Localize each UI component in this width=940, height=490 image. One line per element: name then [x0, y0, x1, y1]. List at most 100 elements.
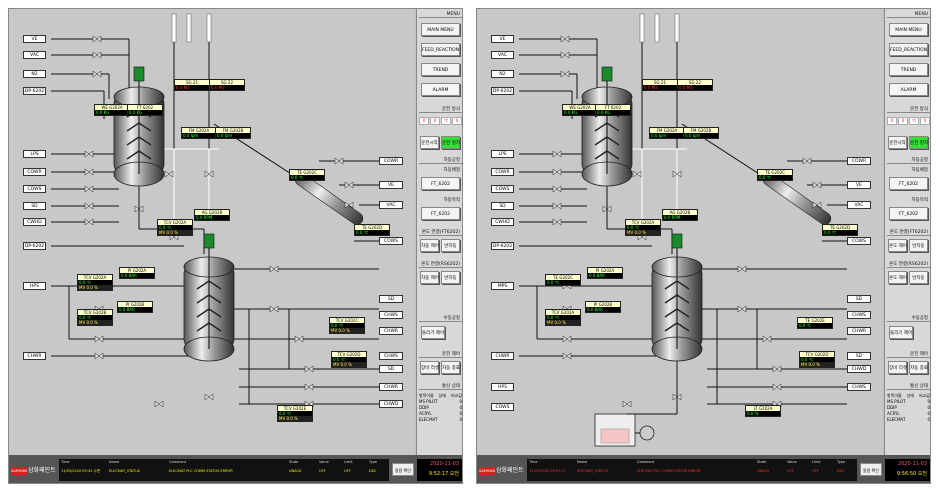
equipment-reset-button[interactable]: 장비 리셋 [888, 361, 907, 374]
valve-icon[interactable] [560, 51, 570, 59]
temp2-semi-button[interactable]: 반자동 [441, 271, 460, 284]
valve-icon[interactable] [802, 157, 812, 165]
operation-stop-button[interactable]: 운전 정지 [441, 136, 460, 149]
main-menu-button[interactable]: MAIN MENU [421, 23, 460, 36]
manual-control-button[interactable]: 돌리기 제어 [889, 326, 913, 339]
trend-button[interactable]: TREND [421, 63, 460, 76]
alarm-ack-button[interactable]: 알람 확인 [392, 463, 414, 476]
valve-icon[interactable] [84, 185, 94, 193]
valve-icon[interactable] [762, 335, 772, 343]
valve-icon[interactable] [344, 181, 354, 189]
valve-icon[interactable] [552, 150, 562, 158]
valve-icon[interactable] [94, 335, 104, 343]
auto-stop-button[interactable]: 자동 종료 [441, 361, 460, 374]
auto-stop-button[interactable]: 자동 종료 [909, 361, 928, 374]
temp1-auto-button[interactable]: 자동 제어 [420, 239, 439, 252]
valve-icon[interactable] [812, 201, 822, 209]
valve-icon[interactable] [92, 35, 102, 43]
valve-icon[interactable] [562, 335, 572, 343]
valve-icon[interactable] [552, 202, 562, 210]
valve-icon[interactable] [602, 205, 612, 213]
valve-icon[interactable] [84, 168, 94, 176]
valve-icon[interactable] [269, 265, 279, 273]
valve-icon[interactable] [672, 393, 682, 401]
valve-icon[interactable] [560, 35, 570, 43]
temp2-semi-button[interactable]: 반자동 [909, 271, 928, 284]
valve-icon[interactable] [164, 170, 174, 178]
temp1-semi-button[interactable]: 반자동 [441, 239, 460, 252]
valve-icon[interactable] [334, 157, 344, 165]
ft-select-button-1[interactable]: FT_6202 [421, 177, 460, 190]
valve-icon[interactable] [94, 352, 104, 360]
operation-start-button[interactable]: 운전시작 [888, 136, 907, 149]
valve-icon[interactable] [269, 305, 279, 313]
ft-select-button-2[interactable]: FT_6202 [421, 207, 460, 220]
valve-icon[interactable] [552, 168, 562, 176]
trend-button[interactable]: TREND [889, 63, 928, 76]
valve-icon[interactable] [294, 335, 304, 343]
temp2-auto-button[interactable]: 온도 제어 [888, 271, 907, 284]
equipment-reset-button[interactable]: 장비 리셋 [420, 361, 439, 374]
valve-icon[interactable] [812, 181, 822, 189]
alarm-ack-button[interactable]: 알람 확인 [860, 463, 882, 476]
operation-stop-button[interactable]: 운전 정지 [909, 136, 928, 149]
temp1-auto-button[interactable]: 온도 제어 [888, 239, 907, 252]
valve-icon[interactable] [772, 383, 782, 391]
valve-icon[interactable] [772, 365, 782, 373]
valve-icon[interactable] [92, 51, 102, 59]
valve-icon[interactable] [552, 185, 562, 193]
valve-icon[interactable] [134, 205, 144, 213]
alarm-button[interactable]: ALARM [421, 83, 460, 96]
valve-icon[interactable] [552, 218, 562, 226]
valve-icon[interactable] [737, 265, 747, 273]
temp1-semi-button[interactable]: 반자동 [909, 239, 928, 252]
ft-select-button-1[interactable]: FT_6202 [889, 177, 928, 190]
operation-start-button[interactable]: 운전시작 [420, 136, 439, 149]
manual-control-button[interactable]: 돌리기 제어 [421, 326, 445, 339]
alarm-button[interactable]: ALARM [889, 83, 928, 96]
ft-select-button-2[interactable]: FT_6202 [889, 207, 928, 220]
valve-icon[interactable] [737, 305, 747, 313]
valve-icon[interactable] [560, 70, 570, 78]
valve-icon[interactable] [562, 352, 572, 360]
feed-reaction-button[interactable]: FEED_REACTION [889, 43, 928, 56]
valve-icon[interactable] [84, 150, 94, 158]
valve-icon[interactable] [204, 170, 214, 178]
valve-icon[interactable] [154, 400, 164, 408]
